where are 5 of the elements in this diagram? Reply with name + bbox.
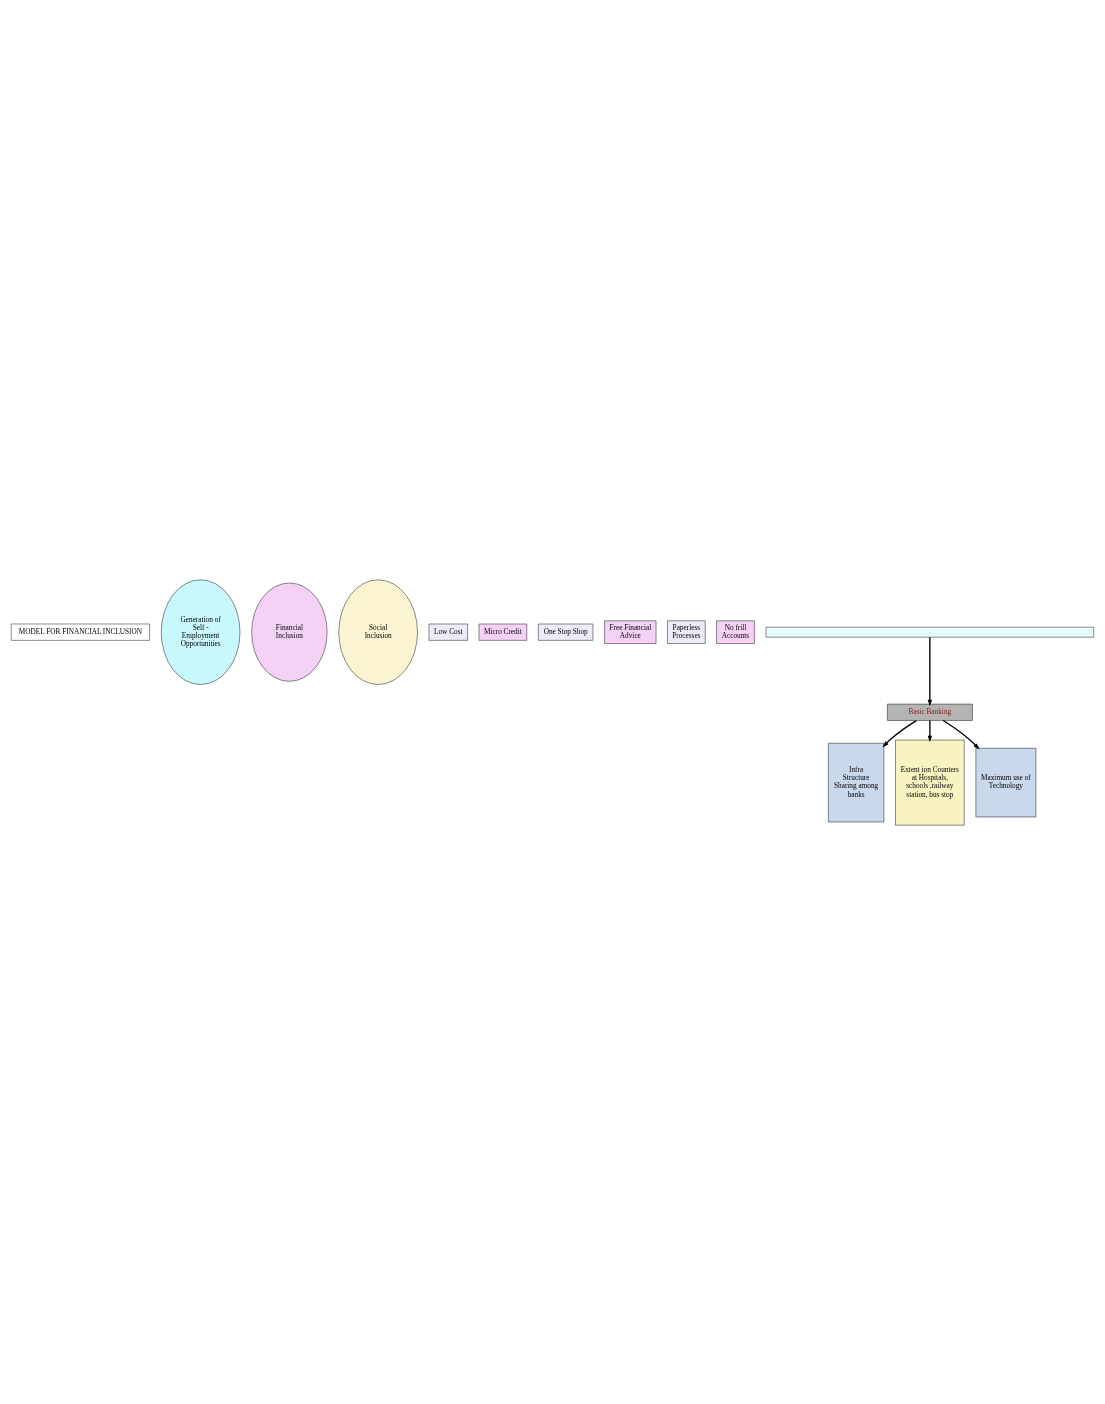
arrow: [927, 719, 933, 742]
arrow: [882, 719, 917, 747]
arrow: [942, 719, 980, 750]
arrow: [927, 636, 933, 706]
node-box: [765, 626, 1094, 637]
